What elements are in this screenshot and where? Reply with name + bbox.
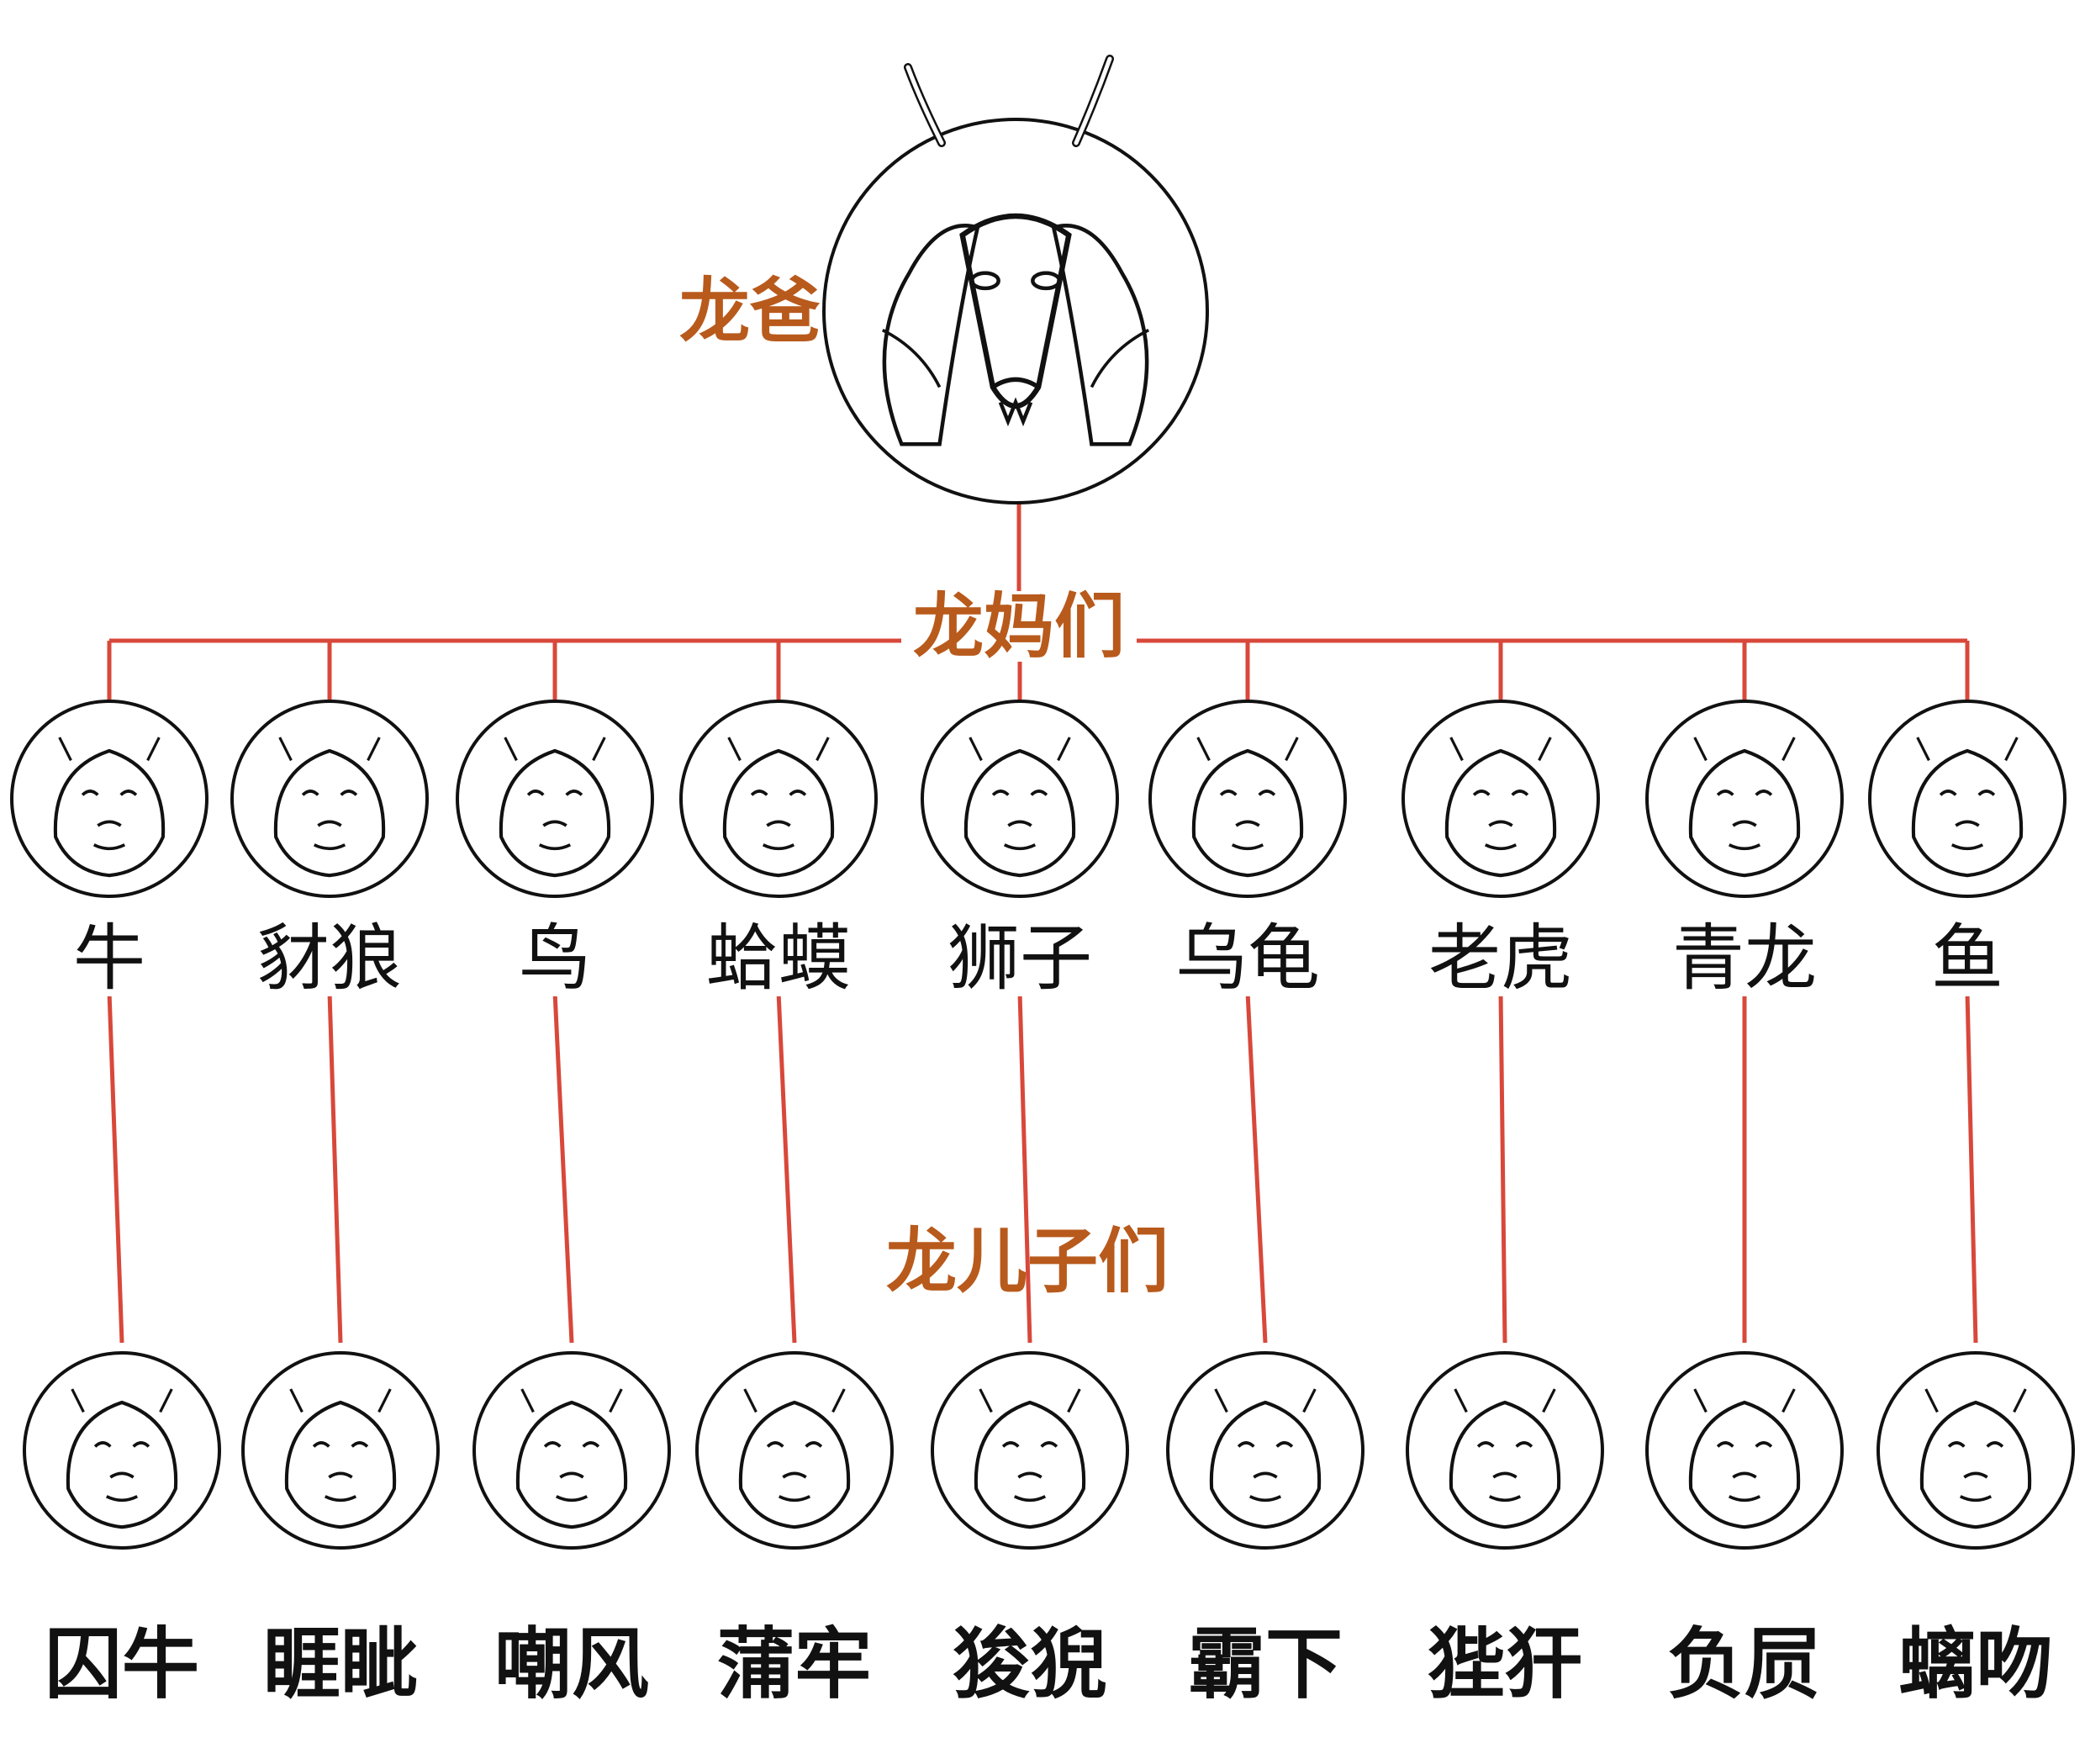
mother-son-line	[1245, 991, 1268, 1344]
lioness-portrait-icon	[963, 737, 1076, 878]
mother-label: 乌龟	[1170, 921, 1325, 996]
mother-label: 狮子	[942, 921, 1097, 996]
mother-label: 豺狼	[252, 921, 407, 996]
son-portrait	[931, 1351, 1129, 1550]
father-portrait	[822, 118, 1209, 504]
son-portrait	[1645, 1351, 1844, 1550]
fuxi-portrait-icon	[1688, 1388, 1801, 1529]
mother-label: 牛	[68, 921, 150, 996]
azure-dragon-portrait-icon	[1688, 737, 1801, 878]
mother-portrait	[230, 700, 429, 898]
son-label: 狴犴	[1427, 1619, 1583, 1709]
mother-son-line	[1965, 991, 1978, 1344]
pulao-portrait-icon	[738, 1388, 851, 1529]
mother-portrait	[10, 700, 208, 898]
mother-label: 蛤蟆	[701, 921, 856, 996]
qiuniu-portrait-icon	[66, 1388, 178, 1529]
mother-son-line	[327, 991, 343, 1344]
mother-portrait	[1148, 700, 1347, 898]
son-portrait	[1876, 1351, 2075, 1550]
son-portrait	[241, 1351, 440, 1550]
mother-son-line	[1017, 991, 1032, 1344]
mother-portrait	[679, 700, 878, 898]
turtle-portrait-icon	[1191, 737, 1304, 878]
yazi-portrait-icon	[284, 1388, 397, 1529]
mothers-group-label: 龙妈们	[900, 591, 1138, 662]
suanni-portrait-icon	[974, 1388, 1086, 1529]
mother-label: 老虎	[1423, 921, 1578, 996]
chiwen-portrait-icon	[1919, 1388, 2032, 1529]
ox-portrait-icon	[53, 737, 166, 878]
mother-son-line	[552, 991, 574, 1344]
toad-portrait-icon	[722, 737, 835, 878]
mother-portrait	[1645, 700, 1844, 898]
son-label: 嘲风	[494, 1619, 650, 1709]
mother-portrait	[1868, 700, 2067, 898]
son-label: 囚牛	[44, 1619, 200, 1709]
mother-portrait	[921, 700, 1119, 898]
son-label: 蒲牢	[716, 1619, 873, 1709]
son-portrait	[1166, 1351, 1364, 1550]
mother-son-line	[107, 991, 124, 1344]
son-portrait	[695, 1351, 894, 1550]
chaofeng-portrait-icon	[515, 1388, 628, 1529]
wolf-portrait-icon	[273, 737, 386, 878]
dragon-portrait-icon	[881, 213, 1150, 446]
father-label: 龙爸	[678, 270, 821, 352]
son-label: 睚眦	[262, 1619, 419, 1709]
son-portrait	[472, 1351, 671, 1550]
bian-portrait-icon	[1449, 1388, 1561, 1529]
son-label: 螭吻	[1898, 1619, 2054, 1709]
baxia-portrait-icon	[1209, 1388, 1322, 1529]
bird-portrait-icon	[499, 737, 611, 878]
mother-son-line	[776, 991, 797, 1344]
son-label: 狻猊	[952, 1619, 1108, 1709]
son-label: 霸下	[1187, 1619, 1343, 1709]
fish-portrait-icon	[1911, 737, 2024, 878]
dragon-horns	[874, 50, 1143, 151]
mother-son-line	[1498, 991, 1507, 1344]
sons-group-label: 龙儿子们	[885, 1220, 1169, 1302]
son-portrait	[23, 1351, 221, 1550]
mother-portrait	[1401, 700, 1600, 898]
son-label: 负屃	[1666, 1619, 1823, 1709]
mother-portrait	[456, 700, 654, 898]
mother-label: 鱼	[1926, 921, 2008, 996]
tiger-portrait-icon	[1444, 737, 1557, 878]
mother-label: 鸟	[514, 921, 596, 996]
mother-label: 青龙	[1667, 921, 1822, 996]
son-portrait	[1406, 1351, 1604, 1550]
